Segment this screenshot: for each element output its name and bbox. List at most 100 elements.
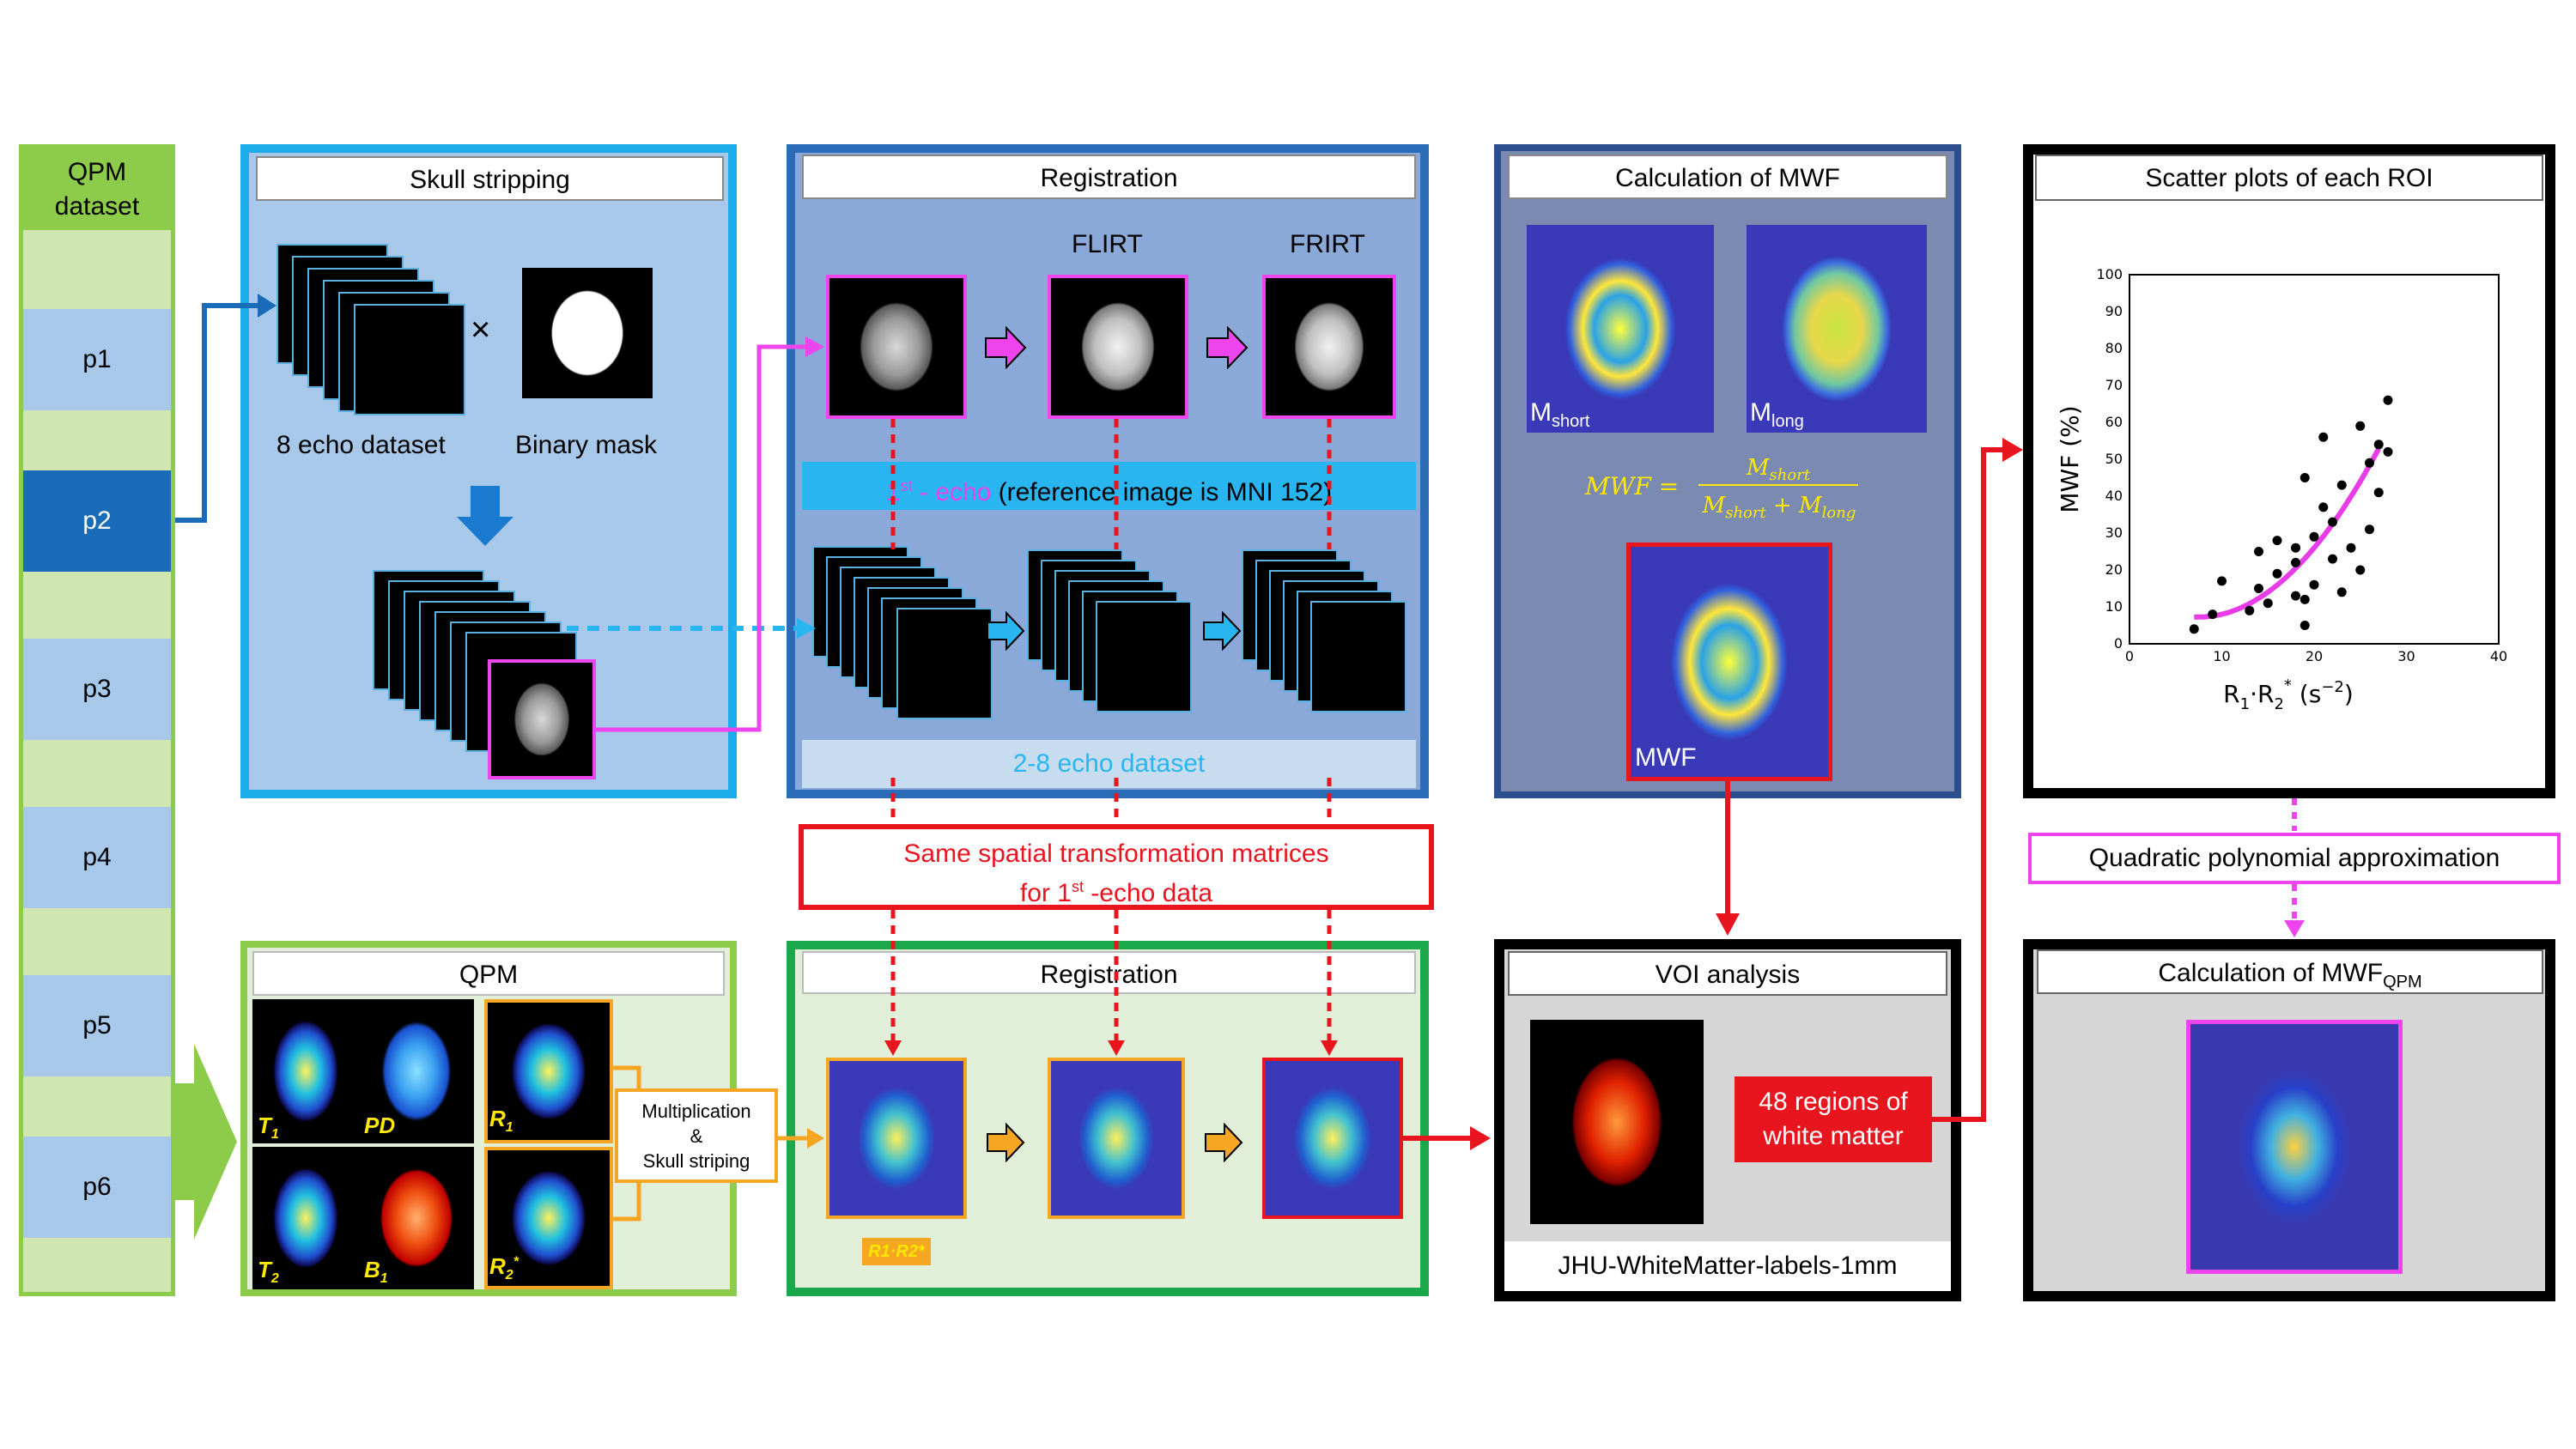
x-tick-label: 40 (2490, 648, 2507, 664)
first-echo-banner: 1st - echo (reference image is MNI 152) (802, 462, 1416, 510)
m-short-image (1527, 225, 1714, 433)
voi-title: VOI analysis (1508, 951, 1947, 996)
b1-map (359, 1147, 474, 1289)
data-point (2291, 543, 2300, 553)
y-tick-label: 10 (2105, 598, 2123, 615)
data-point (2309, 531, 2319, 542)
mwf-formula: MWF = Mshort Mshort + Mlong (1585, 455, 1877, 532)
data-point (2346, 543, 2356, 553)
b1-label: B1 (364, 1257, 388, 1287)
data-point (2328, 517, 2337, 527)
regions-line1: 48 regions of (1759, 1088, 1908, 1116)
t2-label: T2 (258, 1257, 279, 1287)
y-tick-label: 90 (2105, 303, 2123, 319)
x-tick-label: 10 (2213, 648, 2230, 664)
reg-frirt-image (1262, 275, 1396, 419)
x-axis-label: R1·R2* (s−2) (2223, 676, 2354, 713)
data-point (2217, 576, 2227, 586)
formula-denominator: Mshort + Mlong (1702, 493, 1856, 523)
same-matrices-line1: Same spatial transformation matrices (903, 840, 1329, 868)
data-point (2291, 591, 2300, 601)
registration-top-title: Registration (802, 155, 1416, 199)
regions-line2: white matter (1763, 1122, 1904, 1150)
data-point (2355, 421, 2366, 431)
same-matrices-line2: for 1st -echo data (1019, 878, 1213, 907)
y-tick-label: 70 (2105, 377, 2123, 393)
first-echo-rest: (reference image is MNI 152) (991, 478, 1333, 506)
cyan-arrow-icon (1203, 611, 1242, 651)
data-point (2365, 524, 2374, 535)
r2-map (484, 1147, 613, 1289)
m-long-image (1747, 225, 1927, 433)
data-point (2365, 458, 2374, 468)
reg-flirt-image (1048, 275, 1188, 419)
dataset-item-p1[interactable]: p1 (23, 309, 171, 410)
data-point (2254, 547, 2263, 556)
y-tick-label: 100 (2096, 266, 2123, 282)
formula-lhs: MWF = (1585, 472, 1680, 500)
dataset-item-p6[interactable]: p6 (23, 1137, 171, 1238)
data-point (2336, 480, 2347, 490)
registration-bottom-title: Registration (802, 951, 1416, 994)
data-point (2263, 598, 2273, 609)
r2-label: R2* (489, 1253, 519, 1283)
r1r2-frirt-image (1262, 1058, 1403, 1219)
dataset-item-p2[interactable]: p2 (23, 470, 171, 572)
binary-mask-image (522, 268, 653, 398)
jhu-atlas-label: JHU-WhiteMatter-labels-1mm (1504, 1241, 1951, 1291)
data-point (2189, 624, 2199, 634)
data-point (2300, 594, 2310, 604)
pd-map (359, 999, 474, 1143)
data-point (2300, 621, 2310, 630)
r1r2-image (826, 1058, 967, 1219)
t2-map (252, 1147, 359, 1289)
dataset-item-p3[interactable]: p3 (23, 639, 171, 740)
fit-curve (2194, 447, 2381, 620)
data-point (2383, 446, 2393, 457)
magenta-arrow-icon (1206, 326, 1249, 369)
data-point (2373, 488, 2384, 498)
data-point (2309, 579, 2319, 590)
t1-label: T1 (258, 1113, 279, 1143)
r1-label: R1 (489, 1106, 513, 1136)
cyan-arrow-icon (987, 611, 1025, 651)
mwf-map-image (1626, 543, 1832, 781)
magenta-arrow-icon (985, 326, 1027, 369)
data-point (2272, 536, 2282, 546)
data-point (2336, 587, 2347, 597)
data-point (2272, 568, 2282, 579)
echo-2-8-banner: 2-8 echo dataset (802, 740, 1416, 788)
frirt-label: FRIRT (1290, 230, 1365, 258)
times-symbol: × (471, 311, 491, 349)
dataset-item-p4[interactable]: p4 (23, 807, 171, 908)
x-tick-label: 30 (2397, 648, 2415, 664)
y-tick-label: 50 (2105, 451, 2123, 467)
m-long-label: Mlong (1750, 398, 1804, 431)
dataset-item-p5[interactable]: p5 (23, 975, 171, 1076)
y-tick-label: 40 (2105, 488, 2123, 504)
jhu-atlas-image (1530, 1020, 1704, 1224)
y-tick-label: 0 (2114, 635, 2123, 652)
same-matrices-box: Same spatial transformation matrices for… (799, 824, 1434, 910)
data-point (2355, 565, 2366, 575)
r1r2-tag: R1·R2* (862, 1238, 931, 1265)
mwf-map-label: MWF (1635, 743, 1697, 772)
data-point (2254, 584, 2263, 593)
mwf-qpm-title: Calculation of MWFQPM (2037, 949, 2543, 994)
y-axis-label: MWF (%) (2056, 405, 2084, 512)
data-point (2318, 432, 2329, 442)
mult-line2: & (690, 1125, 703, 1147)
down-arrow-icon (457, 486, 513, 546)
r1r2-flirt-image (1048, 1058, 1185, 1219)
data-point (2383, 395, 2393, 405)
data-point (2245, 605, 2255, 615)
qpm-dataset-title: QPM dataset (23, 149, 171, 230)
scatter-title: Scatter plots of each ROI (2035, 155, 2543, 201)
reg-first-echo (826, 275, 967, 419)
mult-line1: Multiplication (641, 1100, 751, 1122)
stripped-first-echo (488, 659, 596, 779)
data-point (2328, 554, 2337, 564)
echo-dataset-label: 8 echo dataset (276, 431, 446, 459)
y-tick-label: 60 (2105, 414, 2123, 430)
